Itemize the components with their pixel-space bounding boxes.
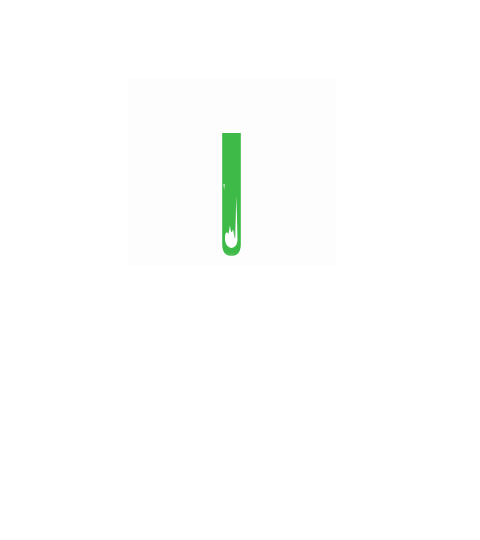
test-tube-splash	[225, 196, 238, 248]
test-tube-outline	[222, 133, 241, 256]
test-tube-fleck	[234, 196, 237, 238]
test-tube-fleck	[223, 184, 225, 190]
test-tube-icon	[222, 133, 241, 256]
